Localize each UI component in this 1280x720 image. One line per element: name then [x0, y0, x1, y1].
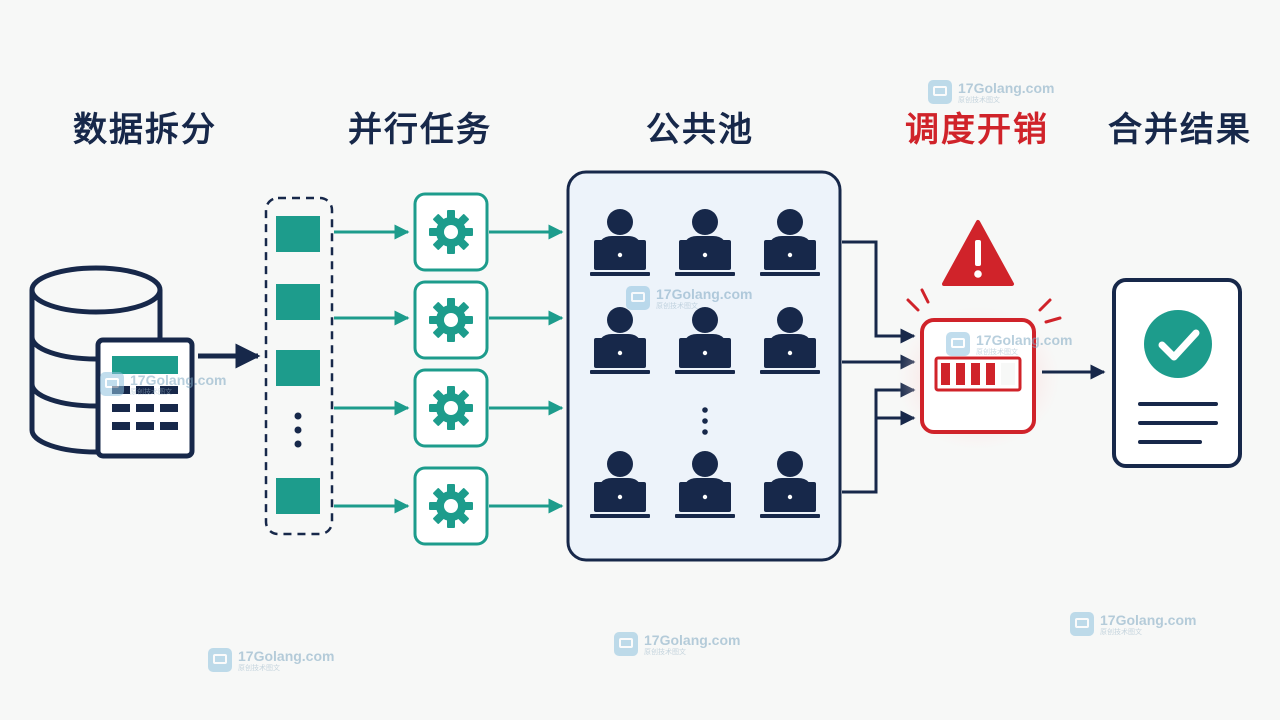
document-check-icon — [1112, 278, 1242, 468]
gear-icon — [429, 386, 473, 430]
arrows-to-tasks — [334, 224, 410, 514]
stage-title-parallel: 并行任务 — [348, 110, 492, 150]
gear-icon — [429, 298, 473, 342]
gear-icon — [429, 210, 473, 254]
parallel-tasks — [413, 192, 489, 546]
warning-icon — [942, 220, 1014, 286]
arrows-to-pool — [489, 224, 564, 514]
table-icon — [95, 337, 195, 459]
scheduling-overhead — [896, 220, 1062, 450]
stage-title-split: 数据拆分 — [73, 110, 217, 150]
data-chunks — [264, 196, 334, 536]
stage-title-pool: 公共池 — [646, 110, 754, 150]
data-chunk-icon — [276, 478, 320, 514]
stage-title-merge: 合并结果 — [1108, 110, 1252, 150]
gear-icon — [429, 484, 473, 528]
data-chunk-icon — [276, 216, 320, 252]
bottleneck-icon — [934, 356, 1022, 392]
data-chunk-icon — [276, 284, 320, 320]
data-chunk-icon — [276, 350, 320, 386]
common-pool — [566, 170, 842, 562]
stage-title-overhead: 调度开销 — [905, 110, 1049, 150]
